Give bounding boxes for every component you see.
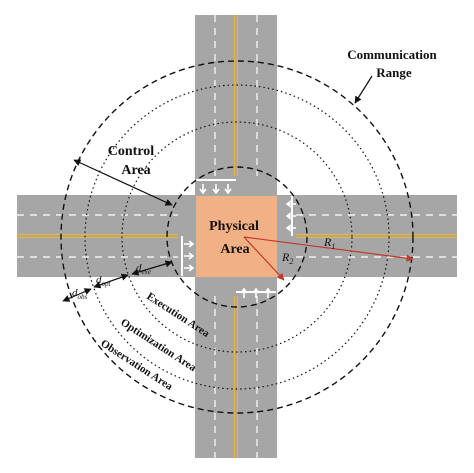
arrow-right-2-icon bbox=[184, 252, 195, 260]
arrow-up-right-icon bbox=[264, 287, 272, 298]
d-obs-label: dobs bbox=[72, 287, 88, 301]
physical-area-label-line2: Area bbox=[220, 242, 249, 257]
physical-area-label-line1: Physical bbox=[209, 219, 259, 234]
lane-markings-north bbox=[196, 15, 258, 181]
turn-arrows bbox=[184, 184, 296, 298]
physical-area-box bbox=[196, 196, 277, 277]
arrow-right-3-icon bbox=[184, 264, 195, 272]
lane-markings-west bbox=[17, 214, 183, 276]
control-area-label-line2: Area bbox=[121, 163, 150, 178]
d-obs-arrow bbox=[62, 288, 92, 302]
range-circles bbox=[60, 60, 414, 414]
arrow-down-left-icon bbox=[199, 184, 207, 195]
communication-label-line1: Communication bbox=[347, 47, 437, 62]
lane-markings-east bbox=[291, 196, 457, 258]
lane-markings-south bbox=[214, 291, 276, 458]
observation-area-circle bbox=[84, 84, 390, 390]
radius-arrows bbox=[243, 236, 414, 281]
execution-area-circle bbox=[166, 166, 308, 308]
arrow-up-left-icon bbox=[240, 287, 248, 298]
r2-label: R2 bbox=[281, 250, 293, 266]
arrow-down-straight-icon bbox=[212, 184, 220, 195]
control-area-label-line1: Control bbox=[108, 144, 155, 159]
communication-range-circle bbox=[60, 60, 414, 414]
arrow-left-3-icon bbox=[285, 224, 296, 232]
d-opt-label: dopt bbox=[96, 274, 112, 288]
d-opt-arrow bbox=[93, 273, 129, 289]
d-exe-label: dexe bbox=[136, 262, 151, 276]
r1-label: R1 bbox=[323, 235, 335, 251]
optimization-area-circle bbox=[121, 121, 353, 353]
arrow-right-1-icon bbox=[184, 240, 195, 248]
arrow-down-right-icon bbox=[224, 184, 232, 195]
arrow-left-1-icon bbox=[285, 200, 296, 208]
d-exe-arrow bbox=[131, 260, 173, 276]
communication-range-pointer bbox=[354, 75, 373, 104]
annotation-arrows bbox=[62, 75, 373, 302]
r2-arrow bbox=[243, 236, 285, 281]
r1-arrow bbox=[243, 236, 414, 262]
communication-label-line2: Range bbox=[376, 65, 412, 80]
control-area-arrow bbox=[73, 159, 173, 206]
arrow-left-2-icon bbox=[285, 212, 296, 220]
arrow-up-straight-icon bbox=[252, 287, 260, 298]
